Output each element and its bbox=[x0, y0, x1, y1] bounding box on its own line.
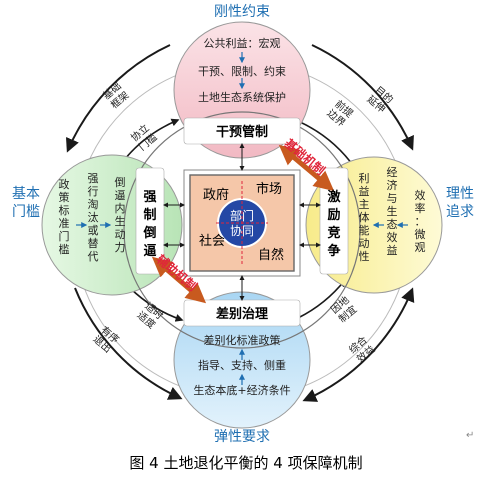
aux-mechanism-arrow bbox=[151, 256, 207, 304]
arc-bottom-left bbox=[74, 287, 183, 400]
top-line-3: 土地生态系统保护 bbox=[198, 90, 286, 104]
center-society: 社会 bbox=[199, 233, 225, 249]
top-band-label: 干预管制 bbox=[216, 124, 268, 140]
arc-label-top-left-outer: 基础框架 bbox=[100, 79, 131, 111]
center-market: 市场 bbox=[256, 181, 282, 197]
arc-bottom-right bbox=[302, 287, 415, 402]
arc-label-bottom-right-outer: 综合效益 bbox=[346, 333, 377, 365]
bottom-line-3: 生态本底+经济条件 bbox=[193, 383, 290, 397]
figure-caption: 图 4 土地退化平衡的 4 项保障机制 bbox=[129, 454, 363, 472]
center-dashes bbox=[216, 181, 268, 265]
center-core-label: 部门协同 bbox=[230, 208, 254, 238]
paragraph-mark-top: ↵ bbox=[466, 430, 475, 441]
bottom-band-label: 差别治理 bbox=[216, 306, 268, 322]
right-col-3: 效率：微观 bbox=[415, 188, 426, 254]
arc-top-left bbox=[65, 44, 171, 153]
base-mechanism-label: 基础机制 bbox=[281, 135, 328, 178]
left-col-3: 倒逼内生动力 bbox=[115, 176, 126, 254]
left-col-1: 政策标准门槛 bbox=[59, 177, 70, 256]
base-mechanism-arrow bbox=[278, 144, 335, 192]
left-band-label: 强制倒逼 bbox=[142, 190, 156, 259]
bottom-line-2: 指导、支持、侧重 bbox=[198, 358, 286, 372]
arc-label-top-left-inner: 协立门槛 bbox=[128, 121, 159, 153]
outer-label-top: 刚性约束 bbox=[214, 4, 270, 20]
center-nature: 自然 bbox=[258, 247, 284, 263]
right-band-label: 激励竞争 bbox=[327, 189, 341, 259]
right-col-2: 经济与生态效益 bbox=[387, 166, 398, 257]
inner-ring bbox=[123, 111, 361, 349]
top-line-1: 公共利益：宏观 bbox=[204, 36, 281, 50]
outer-label-left: 基本门槛 bbox=[12, 185, 40, 220]
arc-label-bottom-right-inner: 因地制宜 bbox=[328, 293, 359, 325]
bottom-line-1: 差别化标准政策 bbox=[204, 333, 281, 347]
center-connectors bbox=[163, 143, 321, 301]
center-government: 政府 bbox=[203, 188, 229, 203]
outer-label-bottom: 弹性要求 bbox=[214, 429, 270, 445]
top-line-2: 干预、限制、约束 bbox=[198, 65, 286, 78]
right-col-1: 利益主体能动性 bbox=[359, 172, 370, 263]
left-col-2: 强行淘汰或替代 bbox=[88, 172, 99, 263]
arc-label-bottom-left-outer: 有序退出 bbox=[91, 323, 122, 355]
outer-label-right: 理性追求 bbox=[446, 186, 474, 220]
outer-cycle bbox=[65, 44, 415, 402]
left-band bbox=[135, 167, 165, 275]
arc-label-bottom-left-inner: 适时适度 bbox=[135, 300, 166, 331]
arc-top-right bbox=[311, 44, 414, 151]
